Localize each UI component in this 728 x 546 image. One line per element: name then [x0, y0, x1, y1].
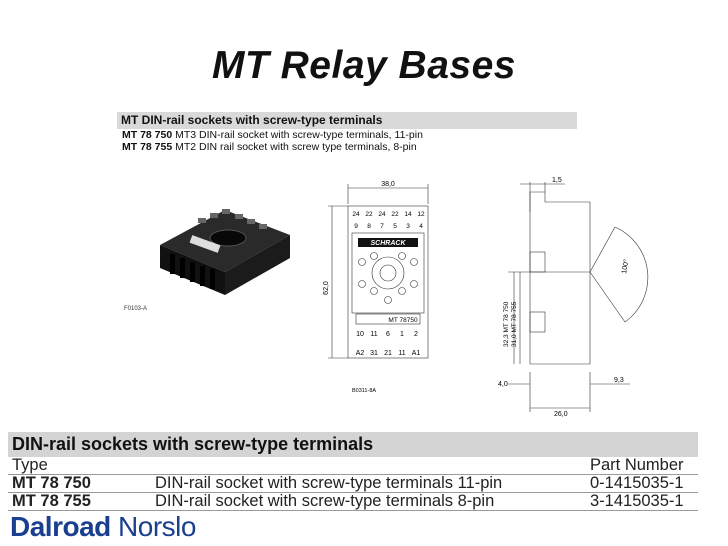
side-angle: 100°	[620, 259, 630, 275]
datasheet-line: MT 78 755 MT2 DIN rail socket with screw…	[122, 141, 577, 153]
pin-number: 1	[400, 331, 404, 338]
pin-number: 7	[380, 223, 384, 230]
column-header-type: Type	[12, 456, 48, 474]
pin-number: 11	[370, 331, 377, 338]
slide-title: MT Relay Bases	[212, 44, 516, 87]
datasheet-code: MT 78 750	[122, 129, 173, 141]
datasheet-line: MT 78 750 MT3 DIN-rail socket with screw…	[122, 129, 577, 141]
cell-part: 3-1415035-1	[590, 492, 684, 510]
terminal-label: 24	[378, 211, 386, 218]
table-header-row: Type Part Number	[8, 457, 698, 475]
side-height-label: 31,0 MT 78 755	[511, 301, 518, 347]
model-label: MT 78750	[388, 317, 418, 324]
terminal-label: A1	[412, 350, 421, 357]
drawing-ref: B0311-8A	[352, 388, 376, 394]
pin-number: 8	[367, 223, 371, 230]
cell-description: DIN-rail socket with screw-type terminal…	[155, 492, 495, 510]
logo-regular: Norslo	[110, 511, 196, 542]
datasheet-desc: MT3 DIN-rail socket with screw-type term…	[175, 129, 423, 141]
column-header-part: Part Number	[590, 456, 684, 474]
cell-type: MT 78 750	[12, 474, 91, 492]
side-height-label: 32,3 MT 78 750	[503, 301, 510, 347]
relay-socket-photo	[160, 209, 290, 295]
table-title: DIN-rail sockets with screw-type termina…	[8, 432, 698, 457]
datasheet-excerpt: MT DIN-rail sockets with screw-type term…	[117, 112, 577, 153]
datasheet-header: MT DIN-rail sockets with screw-type term…	[117, 112, 577, 129]
pin-number: 2	[414, 331, 418, 338]
terminal-label: 12	[417, 211, 425, 218]
side-top-dim: 1,5	[552, 177, 562, 184]
part-table: DIN-rail sockets with screw-type termina…	[8, 432, 698, 511]
pin-number: 3	[406, 223, 410, 230]
terminal-label: 21	[384, 350, 392, 357]
front-drawing: 38,0 62,0 24 22 24 22 14 12 9 8 7 5 3 4 …	[323, 181, 429, 394]
pin-number: 5	[393, 223, 397, 230]
table-row: MT 78 750 DIN-rail socket with screw-typ…	[8, 475, 698, 493]
front-height-dim: 62,0	[323, 281, 330, 295]
terminal-label: 31	[370, 350, 378, 357]
company-logo: Dalroad Norslo	[10, 511, 196, 543]
terminal-label: 22	[391, 211, 399, 218]
pin-number: 4	[419, 223, 423, 230]
terminal-label: A2	[356, 350, 365, 357]
datasheet-code: MT 78 755	[122, 141, 173, 153]
side-left-dim: 4,0	[498, 381, 508, 388]
terminal-label: 22	[365, 211, 373, 218]
side-drawing: 1,5 100° 32,3 MT 78 750 31,0 MT 78 755 4…	[498, 177, 649, 418]
datasheet-desc: MT2 DIN rail socket with screw type term…	[175, 141, 417, 153]
terminal-label: 11	[398, 350, 405, 357]
cell-description: DIN-rail socket with screw-type terminal…	[155, 474, 503, 492]
pin-number: 6	[386, 331, 390, 338]
terminal-label: 24	[352, 211, 360, 218]
photo-ref: F0103-A	[124, 306, 148, 312]
table-row: MT 78 755 DIN-rail socket with screw-typ…	[8, 493, 698, 511]
logo-bold: Dalroad	[10, 511, 111, 542]
cell-type: MT 78 755	[12, 492, 91, 510]
pin-number: 10	[356, 331, 364, 338]
side-right-dim: 9,3	[614, 377, 624, 384]
brand-label: SCHRACK	[371, 240, 407, 247]
front-width-dim: 38,0	[381, 181, 395, 188]
terminal-label: 14	[404, 211, 412, 218]
pin-number: 9	[354, 223, 358, 230]
side-bottom-dim: 26,0	[554, 411, 568, 418]
cell-part: 0-1415035-1	[590, 474, 684, 492]
